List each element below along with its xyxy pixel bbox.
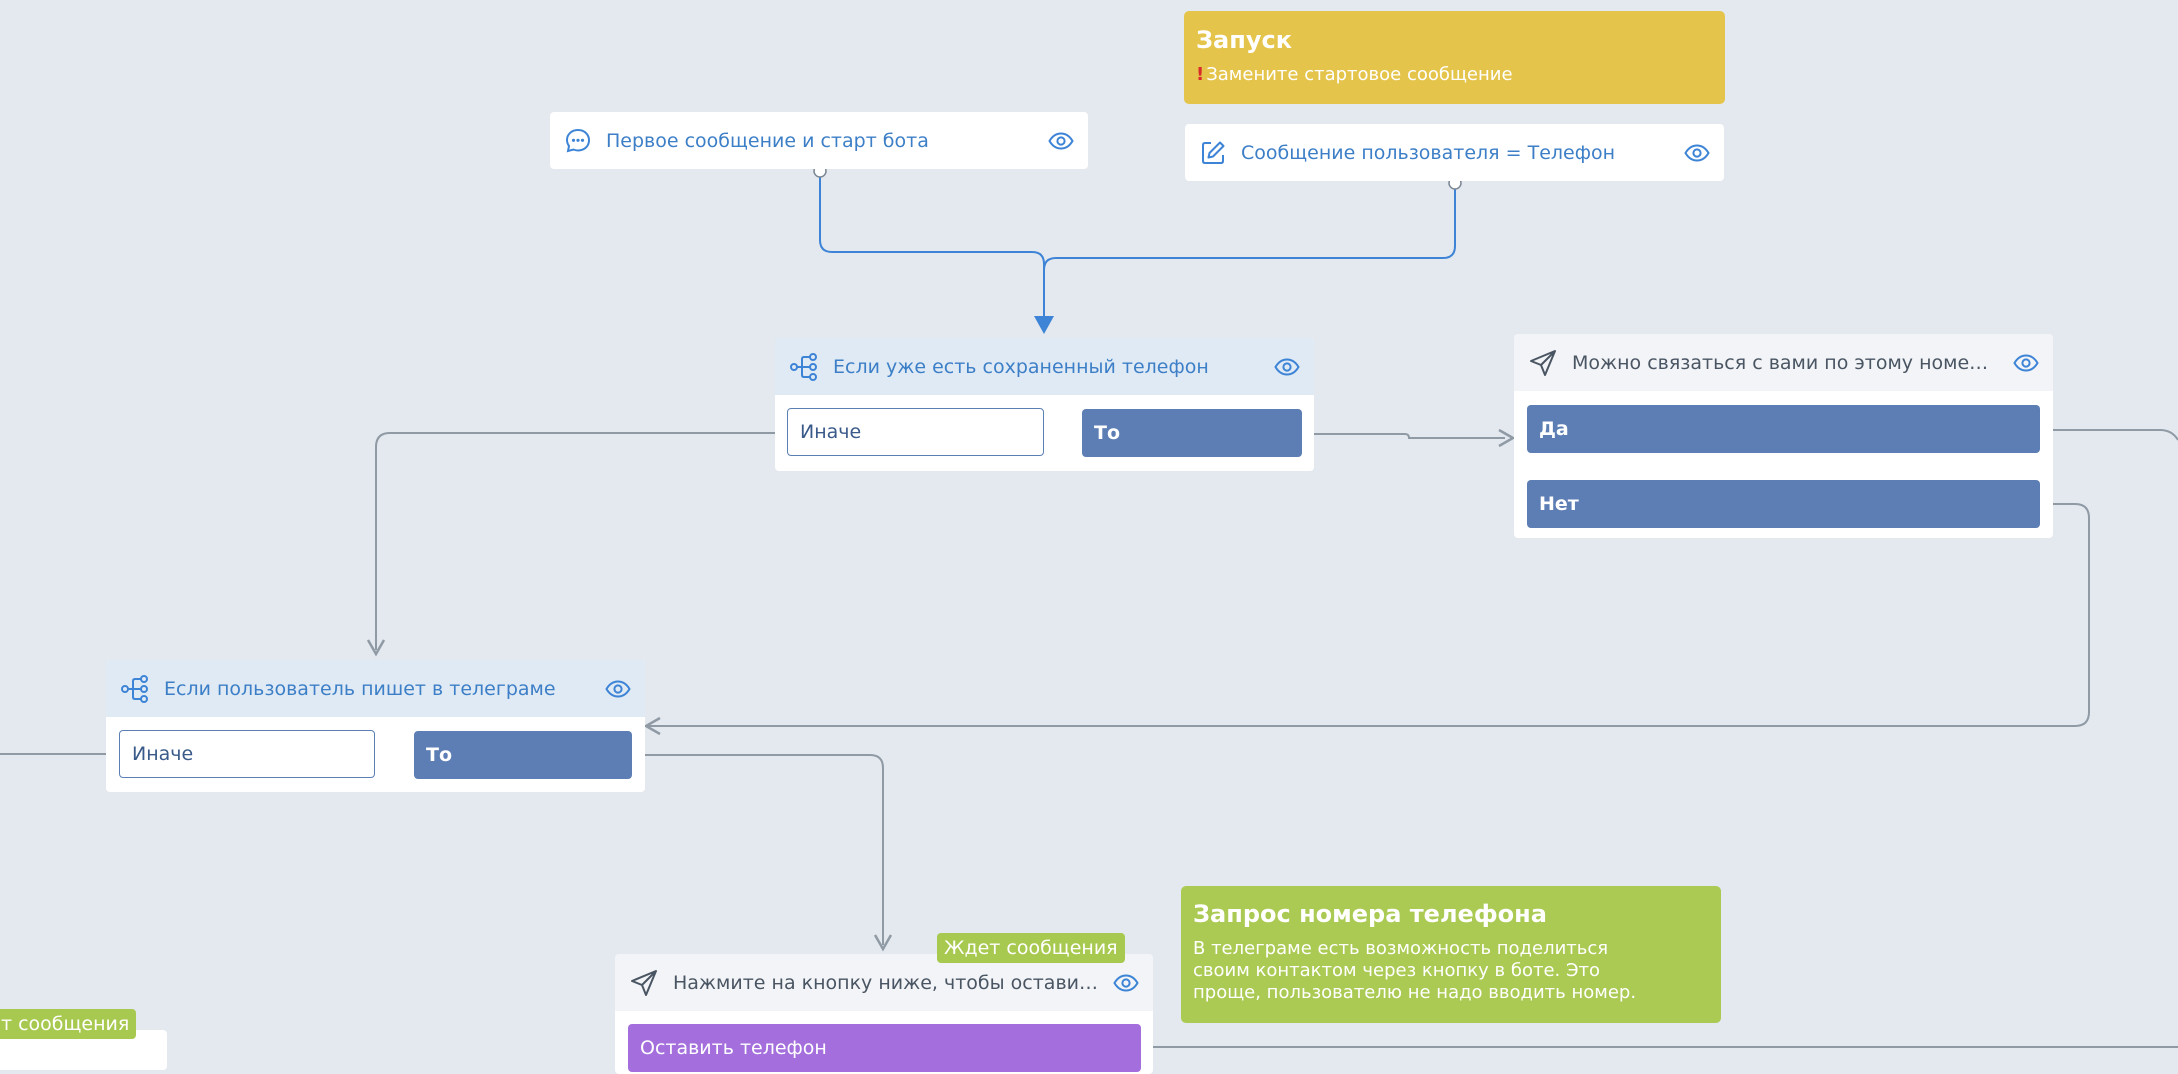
send-icon <box>1528 348 1558 378</box>
trigger-first-message[interactable]: Первое сообщение и старт бота <box>550 112 1088 169</box>
eye-icon[interactable] <box>605 679 631 698</box>
wire-then-to-msg <box>1303 433 1505 439</box>
wait-message-tag: Ждет сообщения <box>937 933 1125 963</box>
eye-icon[interactable] <box>1048 131 1074 150</box>
start-note-title: Запуск <box>1196 26 1292 54</box>
message-request-label: Нажмите на кнопку ниже, чтобы оставить… <box>673 971 1099 994</box>
trigger-first-label: Первое сообщение и старт бота <box>606 129 929 152</box>
wire-phone-to-cond <box>1043 183 1456 330</box>
wire-else-to-telegram <box>375 432 790 650</box>
send-icon <box>629 968 659 998</box>
condition-saved-phone-label: Если уже есть сохраненный телефон <box>833 355 1209 378</box>
then-button[interactable]: То <box>1082 409 1302 457</box>
info-note-text: В телеграме есть возможность поделиться … <box>1193 938 1637 1003</box>
eye-icon[interactable] <box>1684 143 1710 162</box>
eye-icon[interactable] <box>1113 973 1139 992</box>
wire-yes-out <box>2042 429 2178 441</box>
no-button[interactable]: Нет <box>1527 480 2040 528</box>
start-note-text: !Замените стартовое сообщение <box>1196 64 1713 86</box>
trigger-phone-label: Сообщение пользователя = Телефон <box>1241 141 1616 164</box>
info-note-title: Запрос номера телефона <box>1193 900 1547 928</box>
wire-first-to-cond <box>819 171 1045 330</box>
warning-icon: ! <box>1196 64 1205 85</box>
info-note[interactable]: Запрос номера телефона В телеграме есть … <box>1181 886 1721 1023</box>
message-confirm-phone[interactable]: Можно связаться с вами по этому номеру:…… <box>1514 334 2053 538</box>
message-request-phone[interactable]: Нажмите на кнопку ниже, чтобы оставить… … <box>615 954 1153 1074</box>
wire-tg-then-to-request <box>635 754 884 945</box>
wait-message-tag-left: т сообщения <box>0 1009 137 1039</box>
branch-icon <box>789 352 819 382</box>
condition-telegram[interactable]: Если пользователь пишет в телеграме Инач… <box>106 660 645 792</box>
trigger-phone-message[interactable]: Сообщение пользователя = Телефон <box>1185 124 1724 181</box>
condition-saved-phone[interactable]: Если уже есть сохраненный телефон Иначе … <box>775 338 1314 471</box>
eye-icon[interactable] <box>2013 353 2039 372</box>
condition-telegram-label: Если пользователь пишет в телеграме <box>164 677 556 700</box>
else-button[interactable]: Иначе <box>787 408 1044 456</box>
chat-icon <box>564 127 592 155</box>
else-button[interactable]: Иначе <box>119 730 375 778</box>
branch-icon <box>120 674 150 704</box>
start-note-message: Замените стартовое сообщение <box>1206 64 1513 85</box>
yes-button[interactable]: Да <box>1527 405 2040 453</box>
then-button[interactable]: То <box>414 731 632 779</box>
leave-phone-button[interactable]: Оставить телефон <box>628 1024 1141 1072</box>
start-note[interactable]: Запуск !Замените стартовое сообщение <box>1184 11 1725 104</box>
message-confirm-label: Можно связаться с вами по этому номеру:… <box>1572 351 1999 374</box>
eye-icon[interactable] <box>1274 357 1300 376</box>
edit-icon <box>1199 139 1227 167</box>
